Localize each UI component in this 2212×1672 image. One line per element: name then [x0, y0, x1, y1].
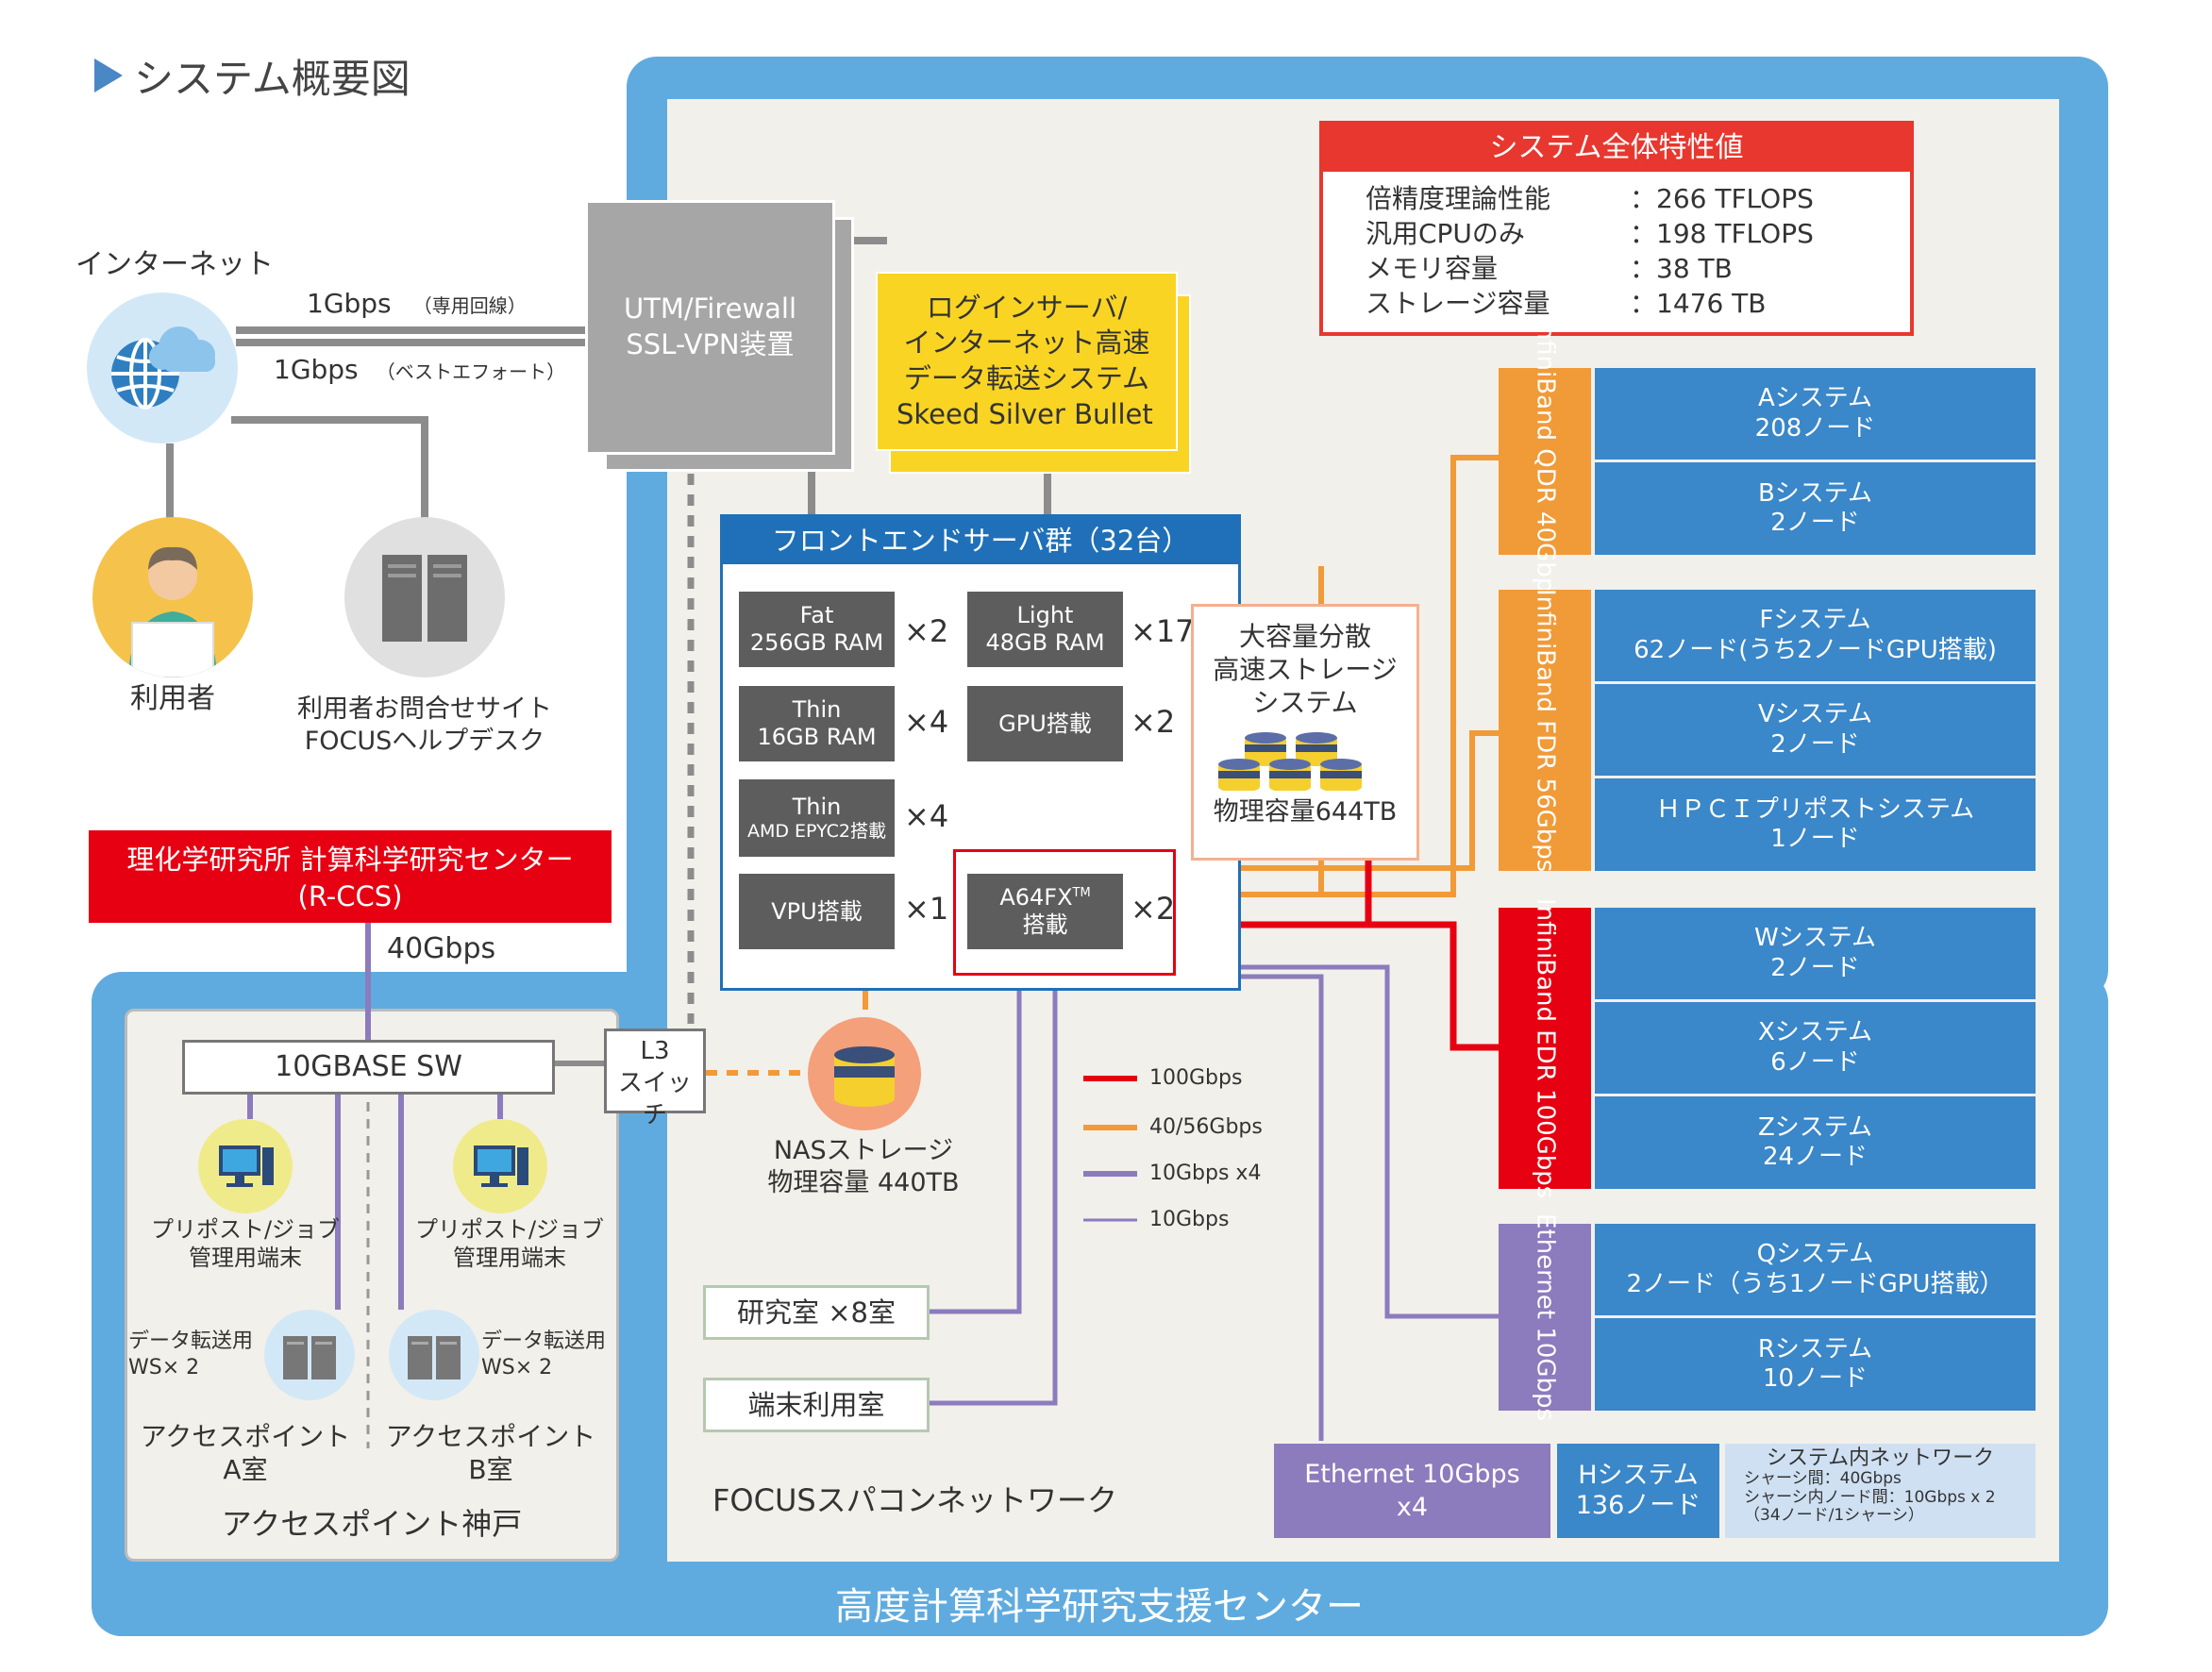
spec-label: 汎用CPUのみ [1366, 218, 1525, 249]
link1-label: 1Gbps （専用回線） [307, 288, 527, 319]
spec-row: 倍精度理論性能 ：266 TFLOPS [1366, 181, 1910, 216]
thin-count: ×4 [904, 704, 949, 740]
vpu-count: ×1 [904, 891, 949, 927]
legend-10gbps-x4: 10Gbps x4 [1149, 1162, 1262, 1185]
distributed-storage: 大容量分散 高速ストレージ システム 物理容量644TB [1191, 604, 1419, 861]
helpdesk-icon [344, 517, 505, 677]
server-icon [382, 555, 467, 642]
database-icon [834, 1046, 895, 1107]
a64fx-highlight [953, 849, 1176, 976]
spec-value: ：1476 TB [1630, 288, 1767, 319]
utm-firewall: UTM/Firewall SSL-VPN装置 [585, 200, 835, 455]
spec-label: ストレージ容量 [1366, 288, 1550, 319]
system-specs: システム全体特性値 倍精度理論性能 ：266 TFLOPS 汎用CPUのみ ：198 … [1319, 121, 1914, 336]
internet-icon [87, 293, 238, 443]
ethernet-bar: Ethernet 10Gbps [1499, 1213, 1591, 1421]
spec-row: 汎用CPUのみ ：198 TFLOPS [1366, 216, 1910, 251]
spec-value: ：38 TB [1630, 253, 1733, 284]
triangle-icon [94, 59, 123, 92]
monitor-icon-a [198, 1119, 293, 1213]
legend-10gbps: 10Gbps [1149, 1208, 1230, 1231]
helpdesk-label: 利用者お問合せサイト FOCUSヘルプデスク [297, 694, 552, 756]
database-icon [1218, 732, 1362, 793]
riken-box: 理化学研究所 計算科学研究センター(R-CCS) [89, 830, 612, 923]
server-icon-b [389, 1310, 479, 1400]
prepost-terminal-a: プリポスト/ジョブ管理用端末 [150, 1216, 341, 1271]
spec-label: 倍精度理論性能 [1366, 183, 1551, 214]
light-count: ×17 [1131, 613, 1195, 649]
link2-label: 1Gbps （ベストエフォート） [274, 354, 566, 385]
spec-value: ：266 TFLOPS [1630, 183, 1814, 214]
ib-qdr-bar: InfiniBand QDR 40Gbps [1499, 317, 1591, 606]
spec-label: メモリ容量 [1366, 253, 1499, 284]
user-label: 利用者 [130, 682, 215, 715]
login-server: ログインサーバ/ インターネット高速 データ転送システム Skeed Silve… [876, 272, 1178, 451]
internet-label: インターネット [75, 248, 274, 281]
vpu-server: VPU搭載 [739, 874, 895, 949]
spec-value: ：198 TFLOPS [1630, 218, 1814, 249]
focus-network-label: FOCUSスパコンネットワーク [712, 1482, 1118, 1518]
gpu-count: ×2 [1131, 704, 1176, 740]
switch-10gbase: 10GBASE SW [182, 1040, 555, 1095]
nas-icon [808, 1017, 921, 1130]
spec-row: メモリ容量 ：38 TB [1366, 251, 1910, 286]
gpu-server: GPU搭載 [967, 686, 1123, 761]
spec-row: ストレージ容量 ：1476 TB [1366, 286, 1910, 321]
page-title: システム概要図 [94, 47, 411, 104]
ib-edr-bar: InfiniBand EDR 100Gbps [1499, 898, 1591, 1198]
frontend-title: フロントエンドサーバ群（32台） [723, 517, 1238, 564]
ib-fdr-bar: InfiniBand FDR 56Gbps [1499, 589, 1591, 872]
legend-100gbps: 100Gbps [1149, 1066, 1243, 1090]
internal-network-box: システム内ネットワーク シャーシ間：40Gbps シャーシ内ノード間：10Gbp… [1725, 1444, 2036, 1538]
kobe-panel [125, 1009, 619, 1562]
fat-count: ×2 [904, 613, 949, 649]
thin-amd-count: ×4 [904, 798, 949, 834]
server-icon-a [264, 1310, 355, 1400]
a64fx-count: ×2 [1131, 891, 1176, 927]
cloud-icon [149, 326, 215, 372]
specs-title: システム全体特性値 [1323, 125, 1910, 172]
prepost-terminal-b: プリポスト/ジョブ管理用端末 [414, 1216, 605, 1271]
user-icon [92, 517, 253, 677]
kobe-title: アクセスポイント神戸 [221, 1506, 523, 1542]
research-room-box: 研究室 ×8室 [703, 1285, 930, 1340]
legend-40-56gbps: 40/56Gbps [1149, 1115, 1263, 1139]
monitor-icon-b [453, 1119, 547, 1213]
riken-link-label: 40Gbps [387, 932, 496, 965]
terminal-room-box: 端末利用室 [703, 1378, 930, 1432]
a64fx-server: A64FXTM 搭載 [967, 874, 1123, 949]
center-label: 高度計算科学研究支援センター [835, 1585, 1364, 1629]
nas-label: NASストレージ 物理容量 440TB [767, 1136, 960, 1197]
